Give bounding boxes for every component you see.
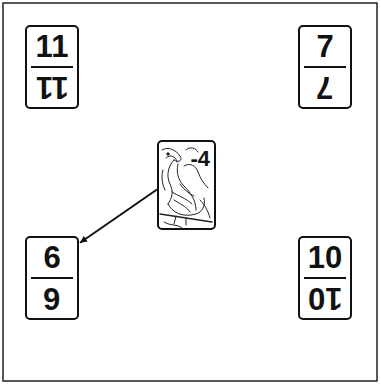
card-half: 11 [27,27,77,66]
number-card: 1010 [298,236,352,320]
card-divider [31,277,73,279]
card-value: 10 [308,242,342,273]
card-half: 10 [300,238,350,277]
number-card: 77 [298,25,352,109]
card-half: 10 [300,279,350,318]
number-card: 66 [25,236,79,320]
card-half: 7 [300,27,350,66]
card-value: 6 [43,242,60,273]
card-half: 11 [27,68,77,107]
move-arrow [80,190,157,243]
card-value: 7 [316,72,333,103]
card-value: -4 [190,148,210,170]
card-value: 11 [36,31,69,62]
card-value: 6 [43,283,60,314]
card-value: 7 [316,31,333,62]
card-value: 11 [36,72,69,103]
picture-card: -4 [157,140,216,230]
bird-illustration [160,148,212,228]
card-value: 10 [308,283,342,314]
board-border [3,3,377,381]
card-half: 7 [300,68,350,107]
card-divider [304,277,346,279]
card-half: 6 [27,279,77,318]
card-divider [304,66,346,68]
number-card: 1111 [25,25,79,109]
card-divider [31,66,73,68]
card-half: 6 [27,238,77,277]
